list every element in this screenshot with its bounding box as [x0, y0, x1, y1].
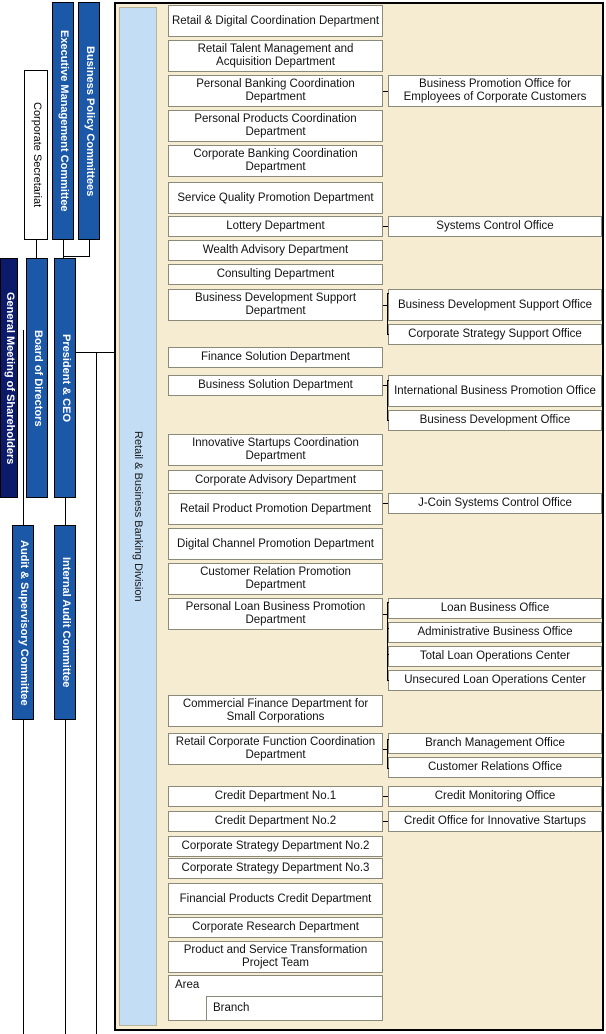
connector-bsd-bracket	[387, 380, 388, 421]
gov-bar-corporate-secretariat[interactable]: Corporate Secretariat	[24, 70, 48, 240]
office-box-business-development-support[interactable]: Business Development Support Office	[388, 289, 602, 321]
connector-president-to-internal-audit	[65, 498, 66, 525]
connector-plb-stub	[383, 614, 387, 615]
dept-box-consulting[interactable]: Consulting Department	[168, 264, 383, 285]
office-box-j-coin-systems-control[interactable]: J-Coin Systems Control Office	[388, 493, 602, 514]
office-box-business-development[interactable]: Business Development Office	[388, 410, 602, 431]
dept-box-innovative-startups-coordination[interactable]: Innovative Startups Coordination Departm…	[168, 434, 383, 466]
office-box-administrative-business[interactable]: Administrative Business Office	[388, 622, 602, 643]
connector-plb-bracket	[387, 602, 388, 681]
office-box-business-promotion-employees-corporate-customers[interactable]: Business Promotion Office for Employees …	[388, 75, 602, 107]
dept-box-financial-products-credit[interactable]: Financial Products Credit Department	[168, 883, 383, 915]
dept-box-retail-product-promotion[interactable]: Retail Product Promotion Department	[168, 493, 383, 525]
connector-plb-arm-1	[387, 602, 389, 603]
connector-audit-tail	[23, 720, 24, 1034]
connector-lottery-to-systems-control	[383, 226, 388, 227]
connector-president-to-division	[76, 352, 114, 353]
connector-bds-stub	[383, 305, 387, 306]
gov-bar-audit-supervisory-committee[interactable]: Audit & Supervisory Committee	[12, 525, 34, 720]
connector-credit2-to-startups	[383, 821, 388, 822]
gov-bar-board-of-directors[interactable]: Board of Directors	[26, 258, 48, 498]
connector-policy-drop	[89, 240, 90, 256]
office-box-credit-innovative-startups[interactable]: Credit Office for Innovative Startups	[388, 811, 602, 832]
connector-rcf-stub	[383, 749, 387, 750]
dept-box-retail-corporate-function-coordination[interactable]: Retail Corporate Function Coordination D…	[168, 733, 383, 765]
dept-box-finance-solution[interactable]: Finance Solution Department	[168, 347, 383, 368]
office-box-branch-management[interactable]: Branch Management Office	[388, 733, 602, 754]
connector-plb-arm-2	[387, 628, 389, 629]
dept-box-lottery[interactable]: Lottery Department	[168, 216, 383, 237]
gov-bar-general-meeting-of-shareholders[interactable]: General Meeting of Shareholders	[0, 258, 18, 498]
division-label: Retail & Business Banking Division	[119, 7, 157, 1026]
office-box-corporate-strategy-support[interactable]: Corporate Strategy Support Office	[388, 324, 602, 345]
connector-personal-banking-to-office	[383, 91, 388, 92]
connector-exec-to-president	[63, 240, 64, 258]
dept-box-credit-no1[interactable]: Credit Department No.1	[168, 786, 383, 807]
connector-plb-arm-3	[387, 654, 389, 655]
gov-bar-executive-management-committee[interactable]: Executive Management Committee	[52, 2, 74, 240]
connector-bsd-stub	[383, 385, 387, 386]
office-box-customer-relations[interactable]: Customer Relations Office	[388, 757, 602, 778]
connector-internal-audit-tail	[65, 720, 66, 1034]
dept-box-retail-digital-coordination[interactable]: Retail & Digital Coordination Department	[168, 5, 383, 37]
connector-rcf-bracket	[387, 739, 388, 769]
dept-box-corporate-advisory[interactable]: Corporate Advisory Department	[168, 470, 383, 491]
connector-credit1-to-monitoring	[383, 796, 388, 797]
dept-box-personal-loan-business-promotion[interactable]: Personal Loan Business Promotion Departm…	[168, 598, 383, 630]
office-box-loan-business[interactable]: Loan Business Office	[388, 598, 602, 619]
office-box-unsecured-loan-operations-center[interactable]: Unsecured Loan Operations Center	[388, 670, 602, 691]
connector-rcf-top-arm	[387, 739, 389, 740]
connector-bsd-bottom-arm	[387, 420, 389, 421]
connector-policy-join	[63, 256, 90, 257]
dept-box-digital-channel-promotion[interactable]: Digital Channel Promotion Department	[168, 528, 383, 560]
office-box-systems-control[interactable]: Systems Control Office	[388, 216, 602, 237]
dept-box-corporate-banking-coordination[interactable]: Corporate Banking Coordination Departmen…	[168, 145, 383, 177]
dept-box-wealth-advisory[interactable]: Wealth Advisory Department	[168, 240, 383, 261]
gov-bar-business-policy-committees[interactable]: Business Policy Committees	[78, 2, 100, 240]
connector-secretariat-to-board	[36, 240, 37, 258]
dept-box-branch[interactable]: Branch	[206, 996, 383, 1021]
dept-box-corporate-research[interactable]: Corporate Research Department	[168, 917, 383, 938]
dept-box-business-solution[interactable]: Business Solution Department	[168, 375, 383, 396]
connector-bds-bracket	[387, 293, 388, 335]
connector-rcf-bottom-arm	[387, 768, 389, 769]
dept-box-retail-talent-management[interactable]: Retail Talent Management and Acquisition…	[168, 40, 383, 72]
connector-bds-top-arm	[387, 293, 389, 294]
connector-board-to-audit	[23, 498, 24, 525]
connector-plb-arm-4	[387, 680, 389, 681]
dept-box-personal-banking-coordination[interactable]: Personal Banking Coordination Department	[168, 75, 383, 107]
office-box-total-loan-operations-center[interactable]: Total Loan Operations Center	[388, 646, 602, 667]
dept-box-business-development-support[interactable]: Business Development Support Department	[168, 289, 383, 321]
office-box-credit-monitoring[interactable]: Credit Monitoring Office	[388, 786, 602, 807]
office-box-international-business-promotion[interactable]: International Business Promotion Office	[388, 375, 602, 407]
gov-bar-president-ceo[interactable]: President & CEO	[54, 258, 76, 498]
dept-box-corporate-strategy-no2[interactable]: Corporate Strategy Department No.2	[168, 836, 383, 857]
dept-box-commercial-finance-small-corporations[interactable]: Commercial Finance Department for Small …	[168, 695, 383, 727]
dept-box-product-service-transformation-project-team[interactable]: Product and Service Transformation Proje…	[168, 941, 383, 973]
gov-bar-internal-audit-committee[interactable]: Internal Audit Committee	[54, 525, 76, 720]
dept-box-credit-no2[interactable]: Credit Department No.2	[168, 811, 383, 832]
connector-retail-product-to-jcoin	[383, 503, 388, 504]
connector-division-spine	[96, 352, 97, 1034]
connector-board-spine	[23, 330, 24, 498]
dept-box-corporate-strategy-no3[interactable]: Corporate Strategy Department No.3	[168, 858, 383, 879]
connector-bsd-top-arm	[387, 380, 389, 381]
dept-box-service-quality-promotion[interactable]: Service Quality Promotion Department	[168, 182, 383, 214]
dept-box-customer-relation-promotion[interactable]: Customer Relation Promotion Department	[168, 563, 383, 595]
dept-box-personal-products-coordination[interactable]: Personal Products Coordination Departmen…	[168, 110, 383, 142]
connector-bds-bottom-arm	[387, 334, 389, 335]
